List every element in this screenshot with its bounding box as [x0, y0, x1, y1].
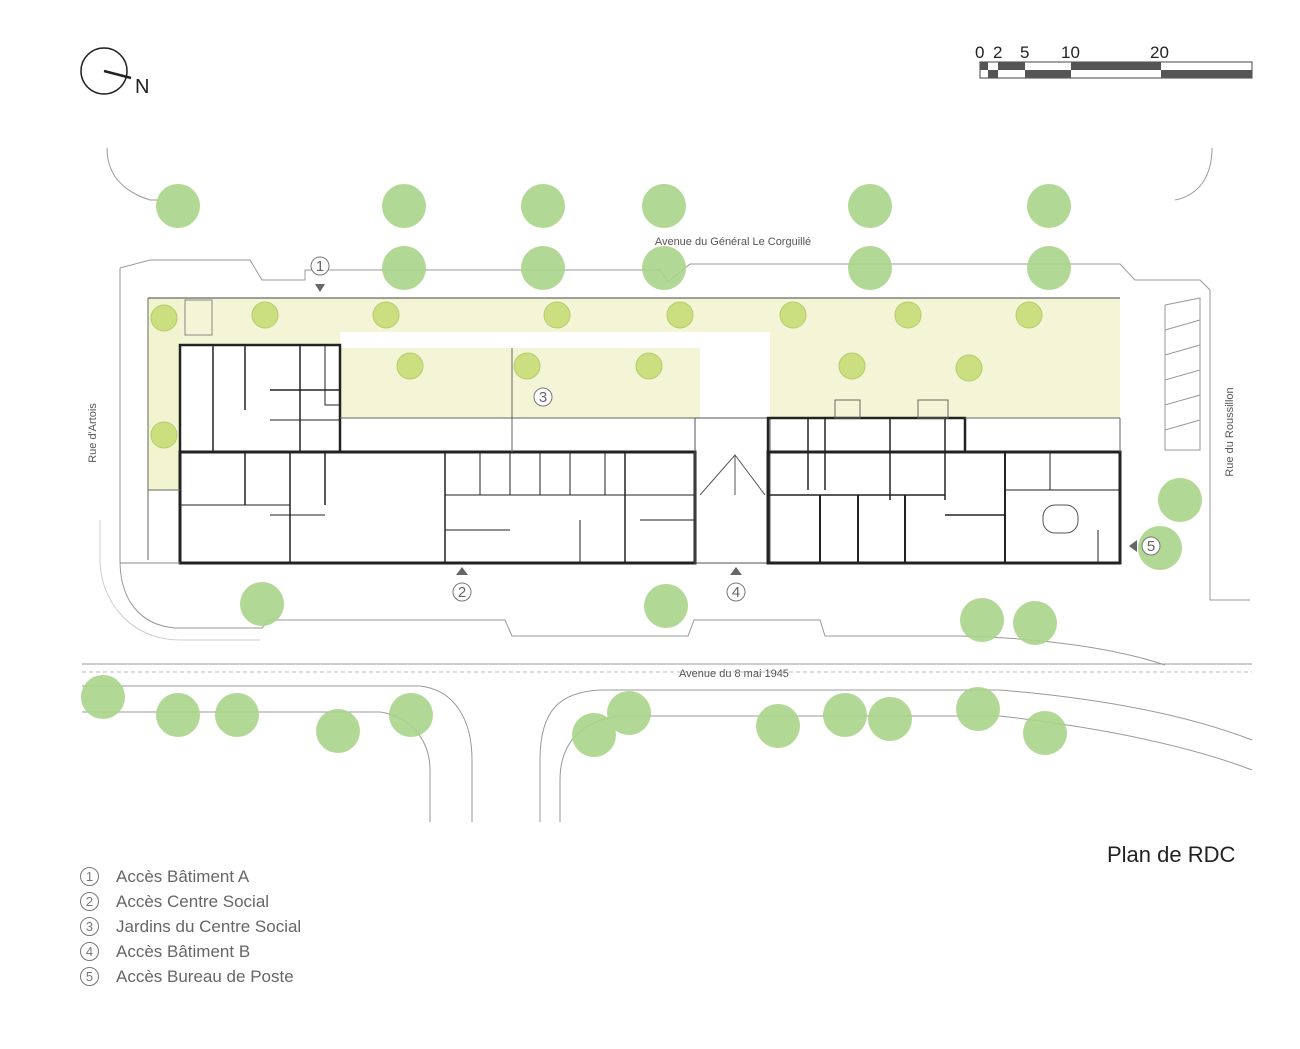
tree	[215, 693, 259, 737]
marker-3: 3	[533, 387, 553, 407]
building-b	[766, 399, 1122, 565]
street-label-bottom: Avenue du 8 mai 1945	[679, 668, 789, 680]
svg-text:1: 1	[316, 258, 324, 275]
garden-tree	[1015, 301, 1043, 329]
tree	[642, 184, 686, 228]
legend-label: Accès Bureau de Poste	[116, 966, 294, 986]
svg-text:3: 3	[539, 389, 547, 406]
legend-number: 3	[80, 917, 99, 936]
scale-label-5: 5	[1020, 43, 1029, 62]
tree	[389, 693, 433, 737]
tree	[868, 697, 912, 741]
legend-item: 3 Jardins du Centre Social	[80, 914, 301, 939]
street-label-top: Avenue du Général Le Corguillé	[655, 236, 811, 248]
tree	[956, 687, 1000, 731]
legend-number: 5	[80, 967, 99, 986]
tree	[572, 713, 616, 757]
garden-tree	[894, 301, 922, 329]
scale-label-20: 20	[1150, 43, 1169, 62]
tree	[382, 246, 426, 290]
tree	[1158, 478, 1202, 522]
scale-label-0: 0	[975, 43, 984, 62]
tree	[1013, 601, 1057, 645]
scale-bar: 0 2 5 10 20	[975, 43, 1253, 79]
svg-text:5: 5	[1147, 538, 1155, 555]
north-arrow: N	[80, 47, 149, 98]
north-label: N	[135, 76, 149, 98]
marker-2: 2	[452, 567, 472, 602]
marker-5-arrow-icon	[1129, 540, 1137, 552]
passage	[694, 417, 771, 564]
tree	[644, 584, 688, 628]
street-lines	[82, 147, 1253, 822]
scale-label-2: 2	[993, 43, 1002, 62]
tree	[1027, 184, 1071, 228]
legend-item: 5 Accès Bureau de Poste	[80, 964, 301, 989]
street-label-right: Rue du Roussillon	[1224, 387, 1236, 476]
garden-tree	[838, 352, 866, 380]
tree	[756, 704, 800, 748]
tree	[1027, 246, 1071, 290]
tree	[521, 246, 565, 290]
tree	[316, 709, 360, 753]
tree	[382, 184, 426, 228]
tree	[848, 184, 892, 228]
garden-tree	[513, 352, 541, 380]
tree	[960, 598, 1004, 642]
garden-tree	[666, 301, 694, 329]
marker-4: 4	[726, 567, 746, 602]
tree	[156, 184, 200, 228]
marker-5: 5	[1129, 536, 1161, 556]
tree	[642, 246, 686, 290]
marker-1-arrow-icon	[315, 284, 325, 292]
legend-number: 1	[80, 867, 99, 886]
tree	[156, 693, 200, 737]
garden-tree	[635, 352, 663, 380]
trees	[81, 184, 1202, 757]
tree	[848, 246, 892, 290]
marker-4-arrow-icon	[730, 567, 742, 575]
street-label-left: Rue d'Artois	[87, 403, 99, 463]
legend-item: 2 Accès Centre Social	[80, 889, 301, 914]
tree	[1023, 711, 1067, 755]
legend-label: Accès Centre Social	[116, 891, 270, 911]
tree	[521, 184, 565, 228]
tree	[240, 582, 284, 626]
svg-text:4: 4	[732, 584, 740, 601]
garden-tree	[372, 301, 400, 329]
garden-trees	[150, 301, 1043, 449]
legend: 1 Accès Bâtiment A 2 Accès Centre Social…	[80, 864, 301, 989]
garden-tree	[779, 301, 807, 329]
legend-label: Accès Bâtiment B	[116, 941, 251, 961]
marker-1: 1	[310, 256, 330, 292]
legend-number: 2	[80, 892, 99, 911]
legend-label: Jardins du Centre Social	[116, 916, 302, 936]
garden-tree	[955, 354, 983, 382]
garden-tree	[150, 304, 178, 332]
tree	[81, 675, 125, 719]
garden-tree	[396, 352, 424, 380]
garden-tree	[251, 301, 279, 329]
tree	[823, 693, 867, 737]
garden-tree	[543, 301, 571, 329]
tree	[607, 691, 651, 735]
garden-areas	[148, 298, 1120, 490]
plan-title: Plan de RDC	[1107, 842, 1236, 867]
scale-label-10: 10	[1061, 43, 1080, 62]
legend-item: 4 Accès Bâtiment B	[80, 939, 301, 964]
legend-number: 4	[80, 942, 99, 961]
parking-right	[1164, 297, 1201, 451]
svg-text:2: 2	[458, 584, 466, 601]
legend-label: Accès Bâtiment A	[116, 866, 250, 886]
legend-item: 1 Accès Bâtiment A	[80, 864, 301, 889]
marker-2-arrow-icon	[456, 567, 468, 575]
garden-tree	[150, 421, 178, 449]
